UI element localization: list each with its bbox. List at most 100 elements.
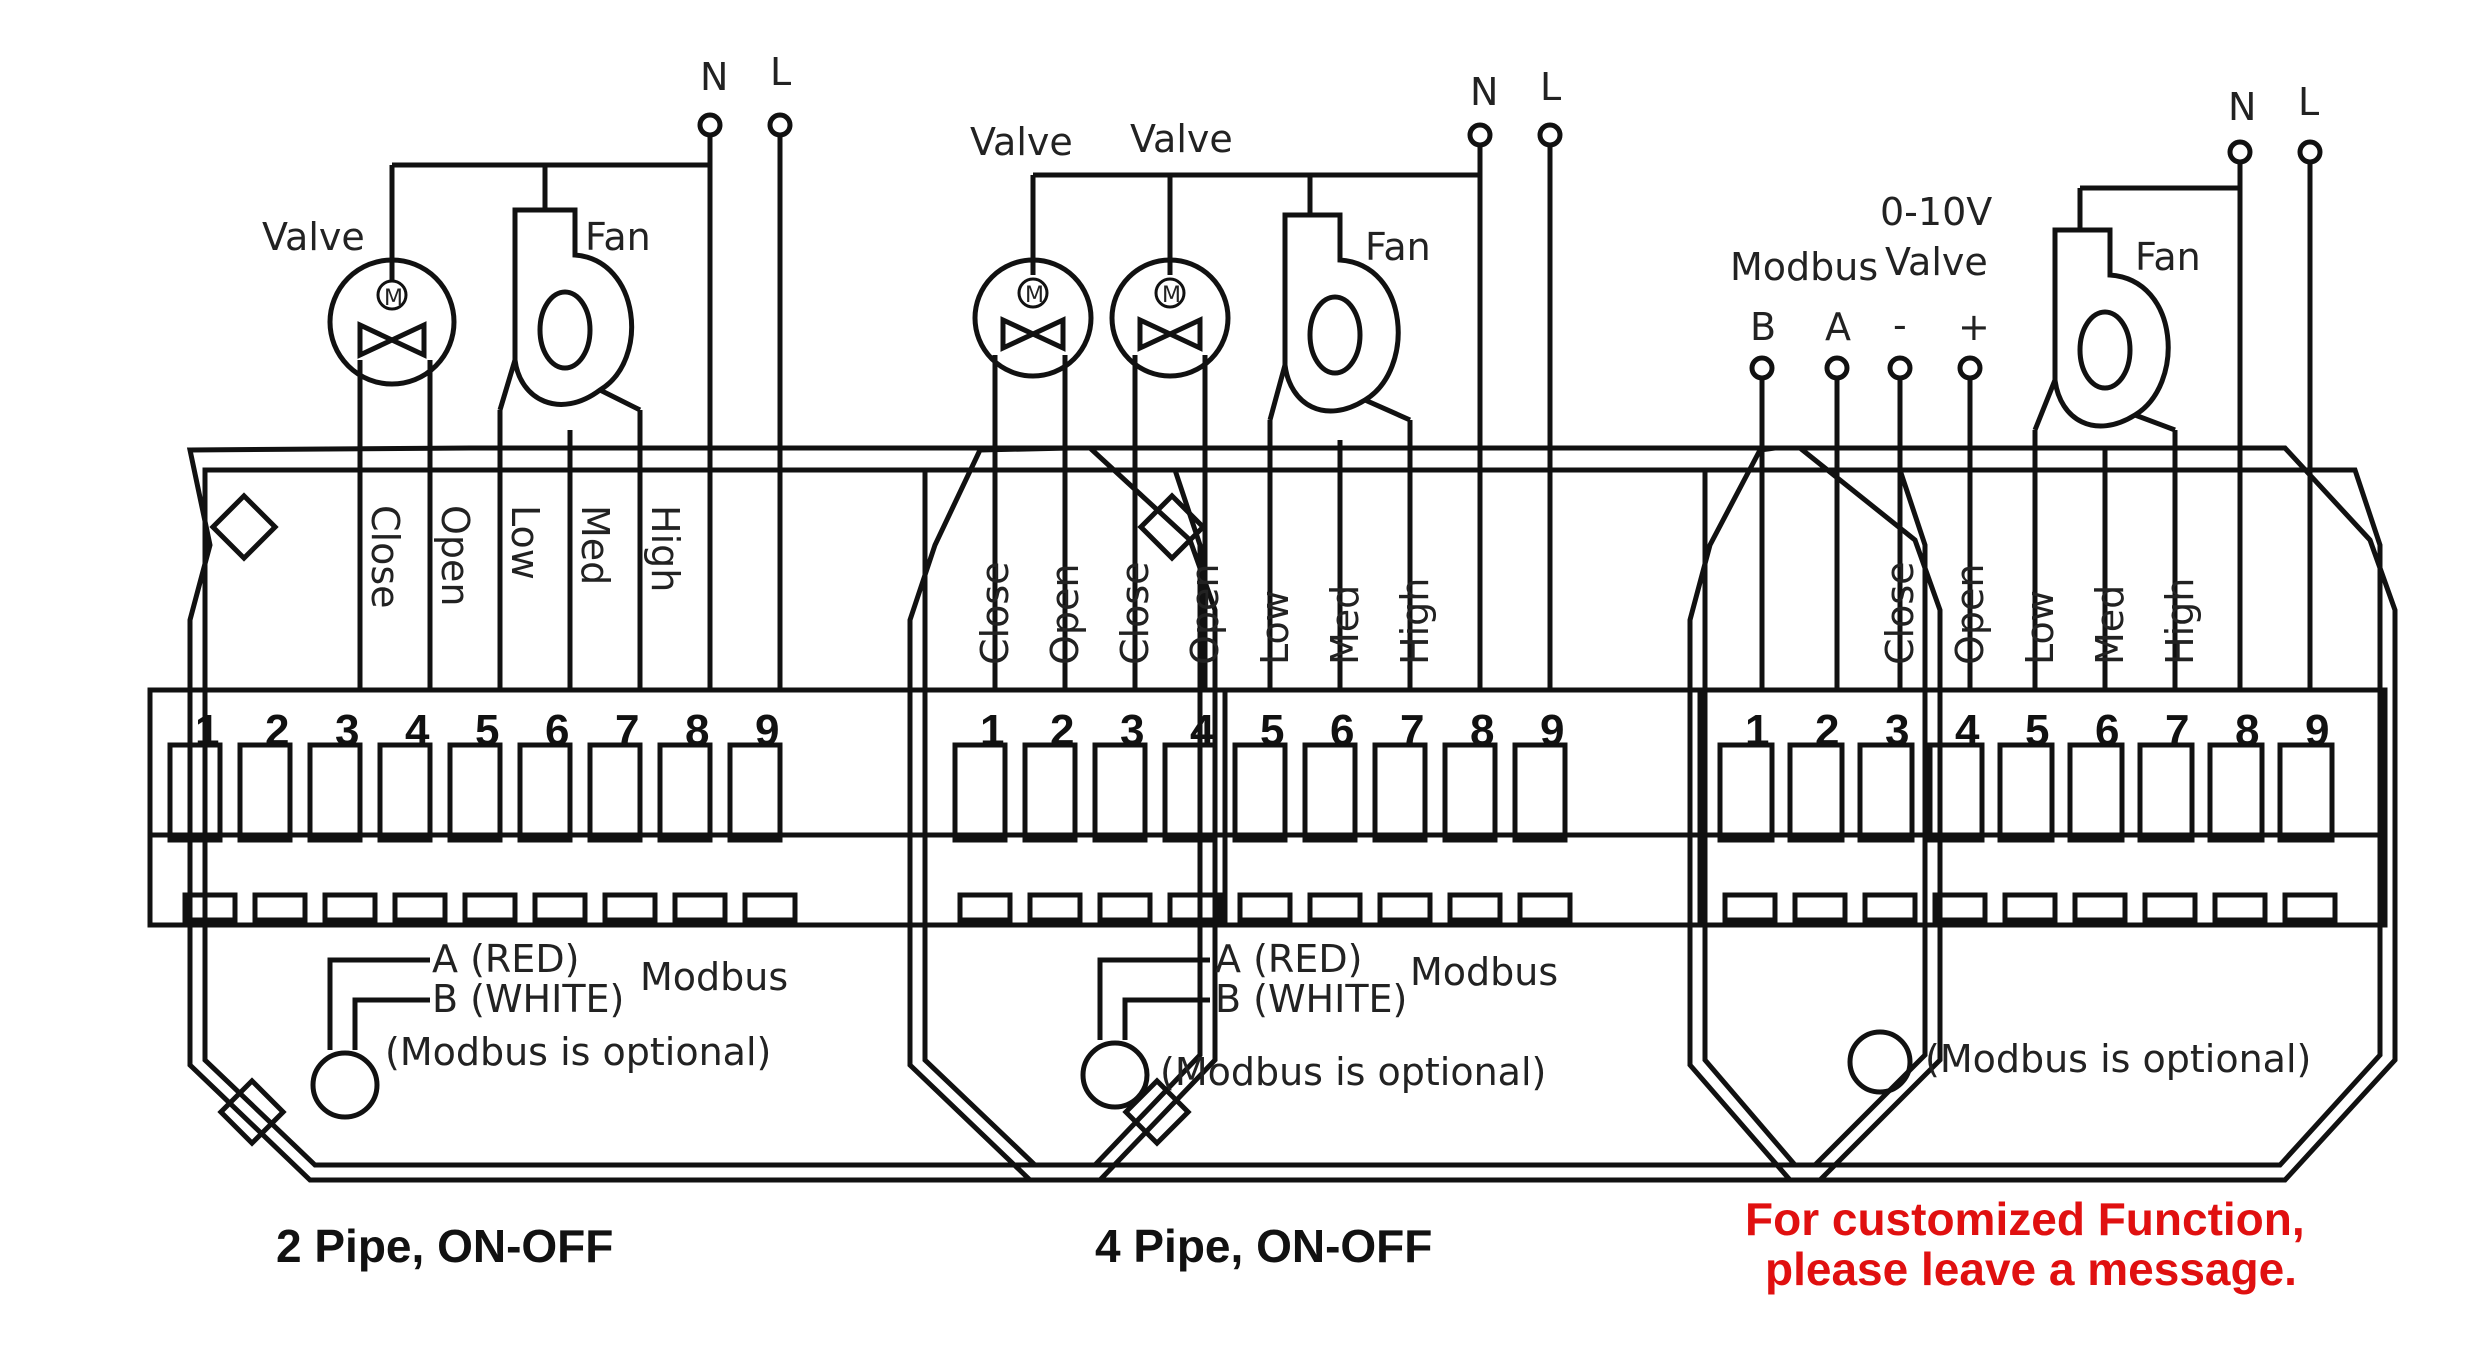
modbus-a-label: A (RED) — [1215, 937, 1362, 981]
wiring — [1749, 139, 2323, 690]
fan-label: Fan — [585, 215, 651, 259]
terminal-number: 8 — [1470, 706, 1494, 755]
modbus-note: (Modbus is optional) — [385, 1030, 771, 1074]
device-inner-outline — [1702, 467, 2383, 1168]
terminal-label: Low — [503, 505, 547, 580]
svg-text:M: M — [384, 286, 403, 311]
terminal-label: Open — [1948, 564, 1992, 666]
fan-label: Fan — [1365, 225, 1431, 269]
valve-label: Valve — [262, 215, 365, 259]
terminal-label: Low — [2018, 590, 2062, 665]
terminal-number: 8 — [2235, 706, 2259, 755]
neutral-label: N — [1470, 70, 1498, 114]
fan-symbol — [2032, 227, 2176, 433]
terminal-screws — [952, 742, 1573, 923]
diagram-caption: 2 Pipe, ON-OFF — [276, 1220, 613, 1272]
connector-label: A — [1825, 305, 1851, 349]
terminal-label: High — [2158, 578, 2202, 665]
device-housing — [1687, 445, 2398, 1183]
terminal-number: 4 — [1955, 706, 1980, 755]
terminal-number: 7 — [615, 706, 639, 755]
diagram-customized: 1 2 3 4 5 6 7 8 9 — [1687, 80, 2398, 1295]
terminal-number: 3 — [335, 706, 359, 755]
terminal-number: 6 — [545, 706, 569, 755]
terminal-label: Med — [573, 505, 617, 585]
caption-line-1: For customized Function, — [1745, 1193, 2305, 1245]
fan-symbol — [1267, 212, 1412, 423]
terminal-number: 9 — [2305, 706, 2329, 755]
terminal-label: Med — [1323, 585, 1367, 665]
terminal-label: Close — [973, 561, 1017, 665]
terminal-number: 3 — [1120, 706, 1144, 755]
terminal-number: 5 — [2025, 706, 2049, 755]
terminal-screws — [1717, 742, 2338, 923]
terminal-label: Med — [2088, 585, 2132, 665]
device-housing — [186, 445, 1218, 1183]
device-inner-outline — [922, 467, 1928, 1168]
valve-label: Valve — [1130, 117, 1233, 161]
terminal-number: 7 — [1400, 706, 1424, 755]
terminal-number: 9 — [1540, 706, 1564, 755]
terminal-number: 2 — [265, 706, 289, 755]
valve-symbol: M — [1109, 257, 1231, 379]
terminal-number: 4 — [405, 706, 430, 755]
terminal-number: 8 — [685, 706, 709, 755]
corner-clip — [209, 492, 279, 562]
diagram-4-pipe: 1 2 3 4 5 6 7 8 9 M — [907, 65, 1943, 1272]
modbus-a-label: A (RED) — [432, 937, 579, 981]
terminal-block — [147, 687, 1228, 928]
caption-line-2: please leave a message. — [1765, 1243, 2297, 1295]
valve-label-line1: 0-10V — [1880, 190, 1992, 234]
terminal-label: Open — [1043, 564, 1087, 666]
diagram-caption: 4 Pipe, ON-OFF — [1095, 1220, 1432, 1272]
modbus-connection — [310, 957, 430, 1120]
modbus-port — [1847, 1029, 1913, 1095]
fan-symbol — [497, 207, 642, 413]
terminal-label: Close — [1878, 561, 1922, 665]
terminal-number: 7 — [2165, 706, 2189, 755]
terminal-number: 6 — [1330, 706, 1354, 755]
connector-label: - — [1893, 303, 1907, 347]
device-housing — [907, 445, 1943, 1183]
svg-text:M: M — [1162, 283, 1181, 308]
terminal-number: 1 — [195, 706, 219, 755]
corner-clip — [217, 1077, 287, 1147]
terminal-screws — [167, 742, 798, 923]
svg-text:M: M — [1025, 283, 1044, 308]
terminal-block — [922, 687, 1928, 928]
terminal-number: 2 — [1050, 706, 1074, 755]
connector-label: B — [1750, 305, 1776, 349]
live-label: L — [770, 50, 791, 94]
terminal-block — [1697, 687, 2388, 928]
diagram-2-pipe: 1 2 3 4 5 6 7 8 9 M — [147, 50, 1228, 1272]
terminal-number: 9 — [755, 706, 779, 755]
modbus-label: Modbus — [1730, 245, 1878, 289]
modbus-connection — [1080, 957, 1210, 1110]
valve-symbol: M — [327, 257, 457, 387]
terminal-label: High — [643, 505, 687, 592]
corner-clip — [1137, 492, 1207, 562]
terminal-label: High — [1393, 578, 1437, 665]
modbus-note: (Modbus is optional) — [1925, 1037, 2311, 1081]
terminal-number: 3 — [1885, 706, 1909, 755]
device-inner-outline — [202, 467, 1203, 1168]
modbus-title: Modbus — [1410, 950, 1558, 994]
modbus-b-label: B (WHITE) — [432, 977, 624, 1021]
modbus-b-label: B (WHITE) — [1215, 977, 1407, 1021]
terminal-label: Low — [1253, 590, 1297, 665]
live-label: L — [2298, 80, 2319, 124]
terminal-label: Open — [433, 505, 477, 607]
valve-label-line2: Valve — [1885, 240, 1988, 284]
terminal-number: 6 — [2095, 706, 2119, 755]
terminal-number: 1 — [980, 706, 1004, 755]
terminal-number: 4 — [1190, 706, 1215, 755]
fan-label: Fan — [2135, 235, 2201, 279]
terminal-label: Close — [363, 505, 407, 609]
wiring — [992, 122, 1563, 690]
modbus-title: Modbus — [640, 955, 788, 999]
terminal-number: 2 — [1815, 706, 1839, 755]
wiring — [357, 112, 793, 690]
terminal-number: 5 — [475, 706, 499, 755]
valve-label: Valve — [970, 120, 1073, 164]
